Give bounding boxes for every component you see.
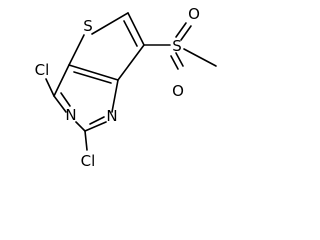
bond-c6-n2 — [84, 121, 107, 132]
bond-c6-cl — [84, 130, 88, 151]
structure-canvas: S S O O N N Cl Cl — [35, 5, 217, 170]
nitrogen-bottom-label: N — [106, 107, 117, 125]
sulfonyl-oxygen-top-label: O — [188, 5, 200, 23]
bond-c3-c4 — [117, 44, 145, 81]
chlorine-bottom-label: Cl — [81, 152, 96, 170]
bond-s1-c1 — [68, 34, 85, 66]
bond-c1-c4 — [68, 64, 119, 81]
bond-n1-c6 — [75, 121, 86, 132]
nitrogen-left-label: N — [65, 106, 76, 124]
bond-s1-c2 — [91, 12, 129, 35]
bond-n2-c4 — [111, 79, 119, 113]
sulfonyl-sulfur-label: S — [172, 37, 182, 55]
bond-s2-o1-double — [180, 25, 192, 41]
bond-c5-n1 — [53, 95, 67, 113]
bond-c6-n2-inner — [89, 116, 105, 125]
bond-s2-o2-double — [170, 55, 179, 70]
bond-c1-c4-inner — [73, 71, 112, 84]
bond-c2-c3-inner — [123, 20, 138, 47]
sulfonyl-oxygen-bottom-label: O — [172, 82, 184, 100]
molecule-diagram: S S O O N N Cl Cl — [35, 5, 217, 170]
bond-s2-o2 — [175, 52, 184, 67]
bond-c5-n1-inner — [60, 92, 71, 107]
thiophene-sulfur-label: S — [83, 17, 93, 35]
bond-c2-c3 — [127, 12, 145, 46]
bond-s2-methyl — [183, 48, 217, 67]
atom-labels: S S O O N N Cl Cl — [35, 5, 200, 170]
chlorine-top-label: Cl — [35, 61, 50, 79]
bond-c1-c5 — [53, 64, 70, 97]
bond-s2-o1 — [175, 22, 187, 38]
bond-c5-cl — [45, 78, 55, 97]
bonds — [45, 12, 217, 151]
